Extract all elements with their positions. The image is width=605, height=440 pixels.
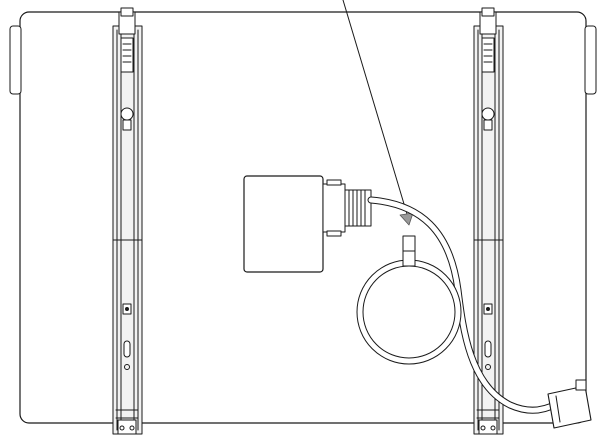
right-rail-bottom-latch	[478, 419, 498, 435]
right-mounting-rail	[473, 7, 504, 435]
left-mounting-rail	[112, 7, 143, 435]
adapter-module	[243, 175, 324, 273]
cable-connector	[322, 179, 372, 237]
left-rail-screw-hole	[120, 107, 134, 121]
module-box	[243, 175, 324, 273]
connector-flange	[322, 183, 346, 233]
callout-arrow-tip	[399, 212, 414, 226]
callout-leader-line	[342, 0, 408, 215]
left-rail-bottom-latch	[117, 419, 137, 435]
right-rail-slot	[484, 340, 492, 358]
cable-end-plug	[547, 379, 592, 429]
left-side-tab	[9, 25, 22, 95]
right-side-tab	[584, 25, 597, 95]
left-rail-slot	[123, 340, 131, 358]
cable	[356, 196, 560, 414]
right-rail-screw-hole	[481, 107, 495, 121]
